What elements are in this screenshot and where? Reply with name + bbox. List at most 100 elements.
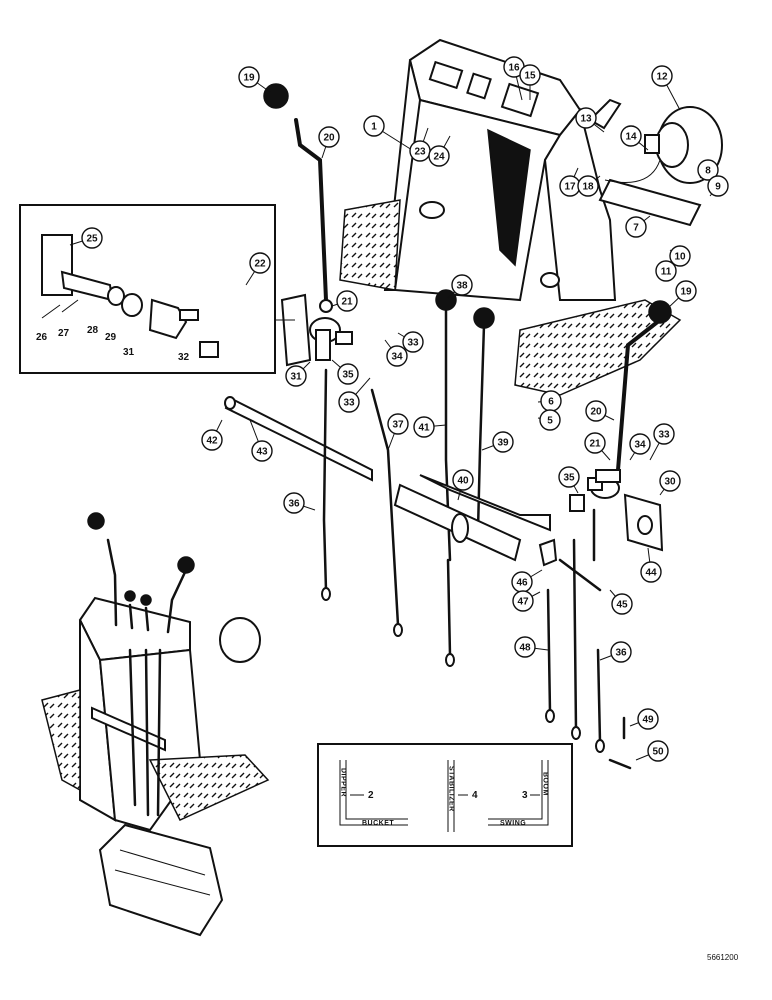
- callout-circle: [402, 331, 424, 353]
- callout-number: 37: [392, 420, 404, 431]
- callout-44: 44: [640, 547, 662, 583]
- detail-inset: [19, 204, 295, 374]
- callout-circle: [637, 708, 659, 730]
- callout-21a: 21: [331, 290, 358, 312]
- callout-33b: 33: [338, 377, 371, 413]
- callout-circle: [452, 469, 474, 491]
- callout-18: 18: [577, 175, 601, 197]
- pivot-block-left: [280, 293, 353, 367]
- callout-35b: 35: [558, 466, 580, 494]
- callout-circle: [675, 280, 697, 302]
- callout-number: 1: [371, 122, 377, 133]
- callout-number: 48: [519, 643, 531, 654]
- callout-number: 44: [645, 568, 657, 579]
- callout-47: 47: [512, 590, 541, 612]
- decal-panel: DIPPER BUCKET STABILIZER BOOM SWING 2 4 …: [317, 743, 573, 847]
- callout-40: 40: [452, 469, 474, 501]
- callout-17: 17: [559, 167, 581, 197]
- callout-36b: 36: [599, 641, 632, 663]
- callout-circle: [386, 345, 408, 367]
- callout-number: 23: [414, 147, 426, 158]
- callout-number: 10: [674, 252, 686, 263]
- callout-number: 30: [664, 477, 676, 488]
- callout-circle: [611, 593, 633, 615]
- callout-41: 41: [413, 416, 447, 438]
- callout-circle: [338, 391, 360, 413]
- callout-number: 47: [517, 597, 529, 608]
- callout-38: 38: [447, 274, 473, 299]
- pivot-block-right: [569, 469, 664, 552]
- callout-20b: 20: [585, 400, 615, 422]
- callout-circle: [647, 740, 669, 762]
- callout-number: 33: [343, 398, 355, 409]
- callout-circle: [363, 115, 385, 137]
- callout-34b: 34: [629, 433, 651, 461]
- levers: [263, 83, 672, 562]
- callout-14: 14: [620, 125, 649, 151]
- callout-30: 30: [659, 470, 681, 496]
- callout-circle: [625, 216, 647, 238]
- callout-circle: [707, 175, 729, 197]
- callout-number: 16: [508, 63, 520, 74]
- callout-circle: [492, 431, 514, 453]
- callout-7: 7: [625, 215, 651, 238]
- callout-number: 19: [680, 287, 692, 298]
- callout-circle: [610, 641, 632, 663]
- callout-number: 18: [582, 182, 594, 193]
- inset-label-29: 29: [105, 332, 117, 343]
- callout-number: 45: [616, 600, 628, 611]
- callout-number: 49: [642, 715, 654, 726]
- callout-number: 34: [634, 440, 646, 451]
- callout-circle: [585, 400, 607, 422]
- callout-number: 7: [633, 223, 639, 234]
- callout-37: 37: [387, 413, 409, 451]
- callout-8: 8: [697, 159, 719, 181]
- callout-42: 42: [201, 419, 223, 451]
- callout-1: 1: [363, 115, 413, 151]
- drawing-number: 5661200: [707, 953, 739, 962]
- callout-circle: [519, 64, 541, 86]
- callout-number: 50: [652, 747, 664, 758]
- decal-stabilizer-text: STABILIZER: [448, 766, 455, 812]
- callout-number: 39: [497, 438, 509, 449]
- callout-20a: 20: [318, 126, 340, 159]
- callout-circle: [81, 227, 103, 249]
- decal-callout-3: 3: [522, 790, 528, 801]
- callout-circle: [251, 440, 273, 462]
- callout-circle: [669, 245, 691, 267]
- decal-boom-text: BOOM: [542, 772, 549, 796]
- callout-33c: 33: [649, 423, 675, 461]
- inset-label-32: 32: [178, 352, 190, 363]
- callout-circle: [318, 126, 340, 148]
- callout-circle: [653, 423, 675, 445]
- callout-circle: [512, 590, 534, 612]
- callout-circle: [514, 636, 536, 658]
- callout-22: 22: [245, 252, 271, 286]
- callout-circle: [413, 416, 435, 438]
- callout-number: 25: [86, 234, 98, 245]
- callout-circle: [387, 413, 409, 435]
- callout-number: 43: [256, 447, 268, 458]
- callout-9: 9: [707, 175, 729, 197]
- callout-number: 13: [580, 114, 592, 125]
- inset-label-31: 31: [123, 347, 135, 358]
- inset-label-26: 26: [36, 332, 48, 343]
- callout-number: 31: [290, 372, 302, 383]
- callout-circle: [285, 365, 307, 387]
- callout-circle: [697, 159, 719, 181]
- callout-35a: 35: [331, 359, 359, 385]
- callout-number: 41: [418, 423, 430, 434]
- callout-34a: 34: [384, 339, 408, 367]
- callout-circle: [201, 429, 223, 451]
- callout-number: 8: [705, 166, 711, 177]
- callout-number: 42: [206, 436, 218, 447]
- callout-21b: 21: [584, 432, 611, 461]
- decal-swing-text: SWING: [500, 820, 526, 827]
- callout-number: 6: [548, 397, 554, 408]
- callout-number: 33: [407, 338, 419, 349]
- callout-5: 5: [537, 409, 561, 431]
- callout-number: 35: [563, 473, 575, 484]
- callout-circle: [655, 260, 677, 282]
- callout-number: 34: [391, 352, 403, 363]
- decal-callout-2: 2: [368, 790, 374, 801]
